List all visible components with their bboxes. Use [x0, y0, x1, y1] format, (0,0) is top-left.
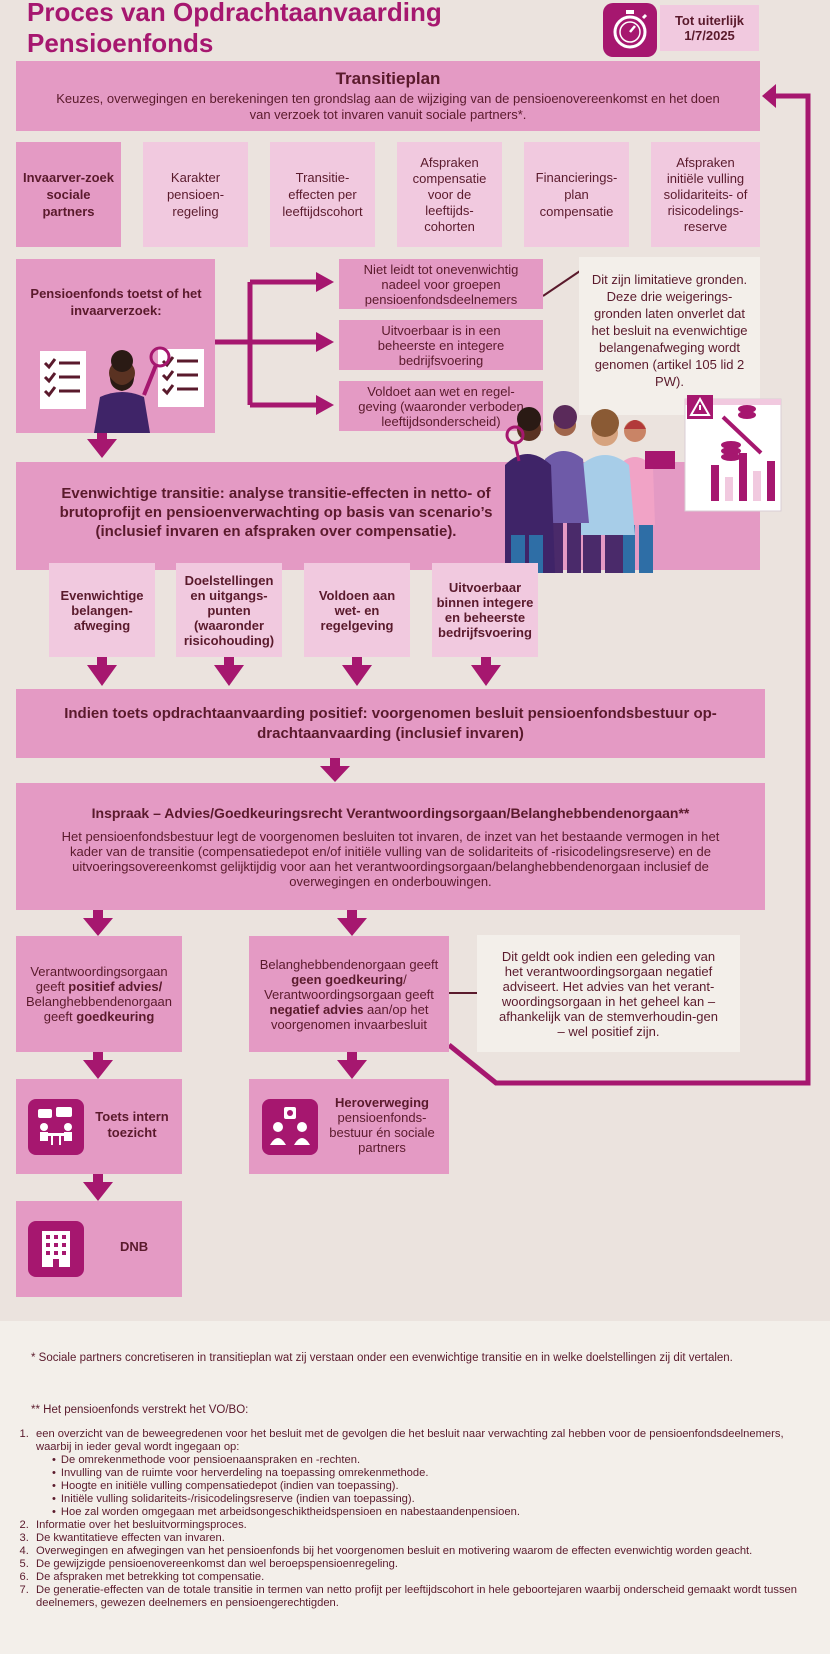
presentation-icon — [262, 1099, 318, 1155]
footnote-2-item: De gewijzigde pensioenovereenkomst dan w… — [32, 1558, 808, 1571]
positief-advies-box: Verantwoordingsorgaan geeft positief adv… — [16, 936, 182, 1052]
plan-item-initiele-vulling: Afspraken initiële vulling solidariteits… — [651, 142, 760, 247]
voorgenomen-besluit-box: Indien toets opdrachtaanvaarding positie… — [16, 689, 765, 758]
down-arrow — [87, 431, 117, 458]
evenwichtige-transitie-title: Evenwichtige transitie: analyse transiti… — [59, 485, 493, 540]
inspraak-box: Inspraak – Advies/Goedkeuringsrecht Vera… — [16, 783, 765, 910]
plan-item-financieringsplan: Financierings-plan compensatie — [524, 142, 629, 247]
heroverweging-title: Heroverweging — [335, 1095, 429, 1110]
negatief-advies-note: Dit geldt ook indien een geleding van he… — [477, 935, 740, 1052]
deadline-line1: Tot uiterlijk — [674, 13, 745, 28]
stopwatch-icon — [603, 3, 657, 57]
footnote-2-subitem: Hoe zal worden omgegaan met arbeidsonges… — [48, 1506, 808, 1519]
criterium-wet-regelgeving: Voldoet aan wet en regel-geving (waarond… — [339, 381, 543, 431]
inspraak-text: Het pensioenfondsbestuur legt de voorgen… — [61, 828, 720, 889]
transitieplan-title: Transitieplan — [335, 69, 441, 88]
plan-item-invaarverzoek: Invaarver-zoek sociale partners — [16, 142, 121, 247]
plan-item-transitie-effecten: Transitie-effecten per leeftijdscohort — [270, 142, 375, 247]
footnote-2-item: De afspraken met betrekking tot compensa… — [32, 1571, 808, 1584]
doelstellingen-item: Doelstellingen en uitgangs-punten (waaro… — [176, 563, 282, 657]
footnote-2-item: Informatie over het besluitvormingsproce… — [32, 1519, 808, 1532]
plan-item-karakter: Karakter pensioen-regeling — [143, 142, 248, 247]
footnote-2-item: De kwantitatieve effecten van invaren. — [32, 1532, 808, 1545]
deadline-badge: Tot uiterlijk 1/7/2025 — [660, 5, 759, 51]
dnb-label: DNB — [120, 1239, 149, 1254]
team-illustration — [505, 395, 782, 573]
transitieplan-text: Keuzes, overwegingen en berekeningen ten… — [56, 91, 720, 122]
toets-box: Pensioenfonds toetst of het invaarverzoe… — [16, 259, 215, 433]
transitieplan-box: Transitieplan Keuzes, overwegingen en be… — [16, 61, 760, 131]
footnote-2-sublist: De omrekenmethode voor pensioenaansprake… — [36, 1454, 808, 1519]
heroverweging-text: pensioenfonds-bestuur én sociale partner… — [329, 1110, 435, 1155]
checklist-illustration — [40, 346, 204, 433]
criterium-onevenwichtig: Niet leidt tot onevenwichtig nadeel voor… — [339, 259, 543, 309]
inspraak-title: Inspraak – Advies/Goedkeuringsrecht Vera… — [91, 804, 690, 821]
footnote-2-subitem: Hoogte en initiële vulling compensatiede… — [48, 1480, 808, 1493]
building-icon — [28, 1221, 84, 1277]
toets-intern-label: Toets intern toezicht — [95, 1109, 169, 1140]
wet-regelgeving-item: Voldoen aan wet- en regelgeving — [304, 563, 410, 657]
negatief-advies-box: Belanghebbendenorgaan geeft geen goedkeu… — [249, 936, 449, 1052]
footnote-2-item: De generatie-effecten van de totale tran… — [32, 1584, 808, 1610]
footnote-2-title: ** Het pensioenfonds verstrekt het VO/BO… — [31, 1404, 249, 1416]
footnote-2-subitem: Initiële vulling solidariteits-/risicode… — [48, 1493, 808, 1506]
footnote-2-list: een overzicht van de beweegredenen voor … — [0, 1428, 808, 1610]
footnote-2-subitem: Invulling van de ruimte voor herverdelin… — [48, 1467, 808, 1480]
footnotes-area: * Sociale partners concretiseren in tran… — [0, 1321, 830, 1654]
toets-intern-toezicht-box: Toets intern toezicht — [16, 1079, 182, 1174]
meeting-icon — [28, 1099, 84, 1155]
footnote-2-item: Overwegingen en afwegingen van het pensi… — [32, 1545, 808, 1558]
plan-item-afspraken-compensatie: Afspraken compensatie voor de leeftijds-… — [397, 142, 502, 247]
deadline-line2: 1/7/2025 — [684, 28, 735, 43]
footnote-2-item: een overzicht van de beweegredenen voor … — [32, 1428, 808, 1519]
limitatieve-gronden-note: Dit zijn limitatieve gronden. Deze drie … — [579, 257, 760, 415]
bedrijfsvoering-item: Uitvoerbaar binnen integere en beheerste… — [432, 563, 538, 657]
belangenafweging-item: Evenwichtige belangen-afweging — [49, 563, 155, 657]
criterium-uitvoerbaar: Uitvoerbaar is in een beheerste en integ… — [339, 320, 543, 370]
footnote-1: * Sociale partners concretiseren in tran… — [31, 1352, 733, 1364]
return-arrow — [447, 93, 811, 1086]
heroverweging-box: Heroverweging pensioenfonds-bestuur én s… — [249, 1079, 449, 1174]
page-title: Proces van Opdrachtaanvaarding Pensioenf… — [27, 0, 442, 58]
dnb-box: DNB — [16, 1201, 182, 1297]
footnote-2-subitem: De omrekenmethode voor pensioenaansprake… — [48, 1454, 808, 1467]
toets-title: Pensioenfonds toetst of het invaarverzoe… — [30, 286, 202, 318]
